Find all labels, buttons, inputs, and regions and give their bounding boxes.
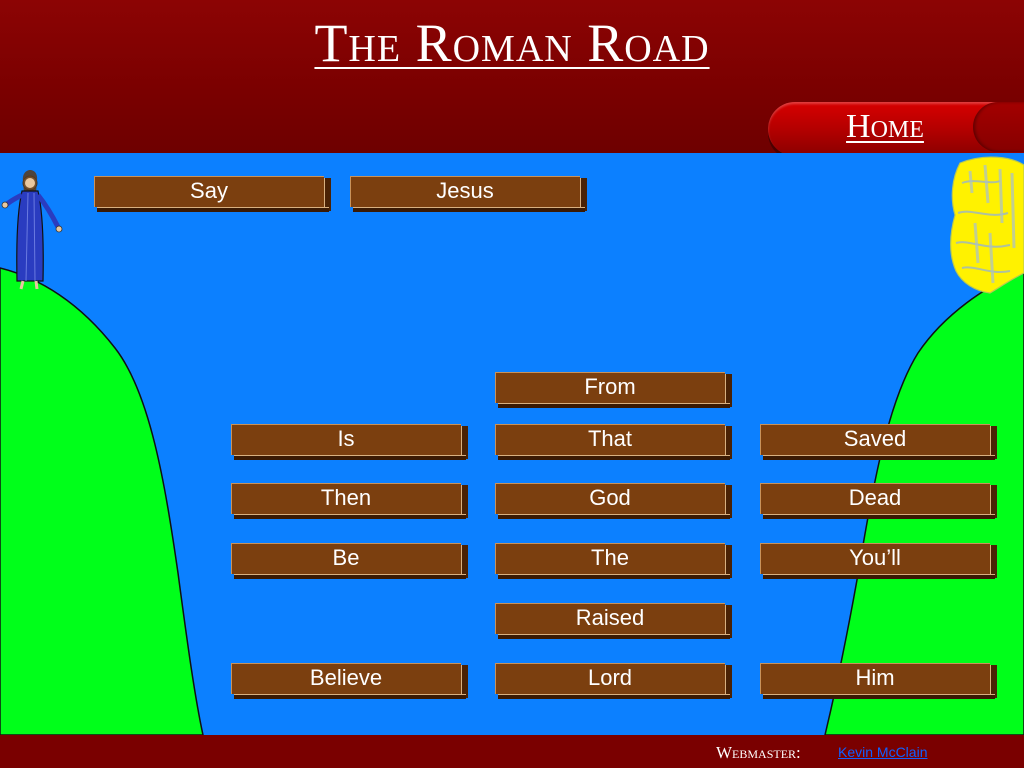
left-hill — [0, 267, 204, 735]
plank-that[interactable]: That — [495, 424, 732, 461]
home-button-cap — [973, 102, 1024, 152]
plank-believe[interactable]: Believe — [231, 663, 468, 700]
home-link[interactable]: Home — [846, 108, 924, 145]
plank-word: Is — [337, 426, 355, 451]
plank-word: Be — [332, 545, 360, 570]
plank-word: That — [587, 426, 633, 451]
plank-raised[interactable]: Raised — [495, 603, 732, 640]
header-bar: The Roman Road — [0, 0, 1024, 153]
plank-word: Raised — [575, 605, 645, 630]
plank-word: Lord — [587, 665, 633, 690]
plank-word: The — [591, 545, 629, 570]
plank-word: Jesus — [436, 178, 494, 203]
page-title: The Roman Road — [314, 13, 710, 73]
plank-the[interactable]: The — [495, 543, 732, 580]
plank-lord[interactable]: Lord — [495, 663, 732, 700]
plank-word: From — [584, 374, 636, 399]
tree-icon — [950, 156, 1024, 294]
plank-say[interactable]: Say — [94, 176, 331, 213]
plank-word: You’ll — [849, 545, 901, 570]
plank-word: Saved — [843, 426, 907, 451]
webmaster-label: Webmaster: — [716, 743, 801, 762]
webmaster-link[interactable]: Kevin McClain — [838, 744, 928, 760]
plank-from[interactable]: From — [495, 372, 732, 409]
plank-youll[interactable]: You’ll — [760, 543, 997, 580]
footer-bar — [0, 735, 1024, 768]
plank-word: Dead — [848, 485, 902, 510]
plank-god[interactable]: God — [495, 483, 732, 520]
plank-jesus[interactable]: Jesus — [350, 176, 587, 213]
plank-word: Him — [855, 665, 895, 690]
plank-then[interactable]: Then — [231, 483, 468, 520]
plank-saved[interactable]: Saved — [760, 424, 997, 461]
plank-is[interactable]: Is — [231, 424, 468, 461]
plank-be[interactable]: Be — [231, 543, 468, 580]
plank-word: Believe — [309, 665, 383, 690]
plank-word: Then — [320, 485, 372, 510]
plank-him[interactable]: Him — [760, 663, 997, 700]
plank-dead[interactable]: Dead — [760, 483, 997, 520]
plank-word: God — [589, 485, 631, 510]
jesus-figure-icon — [1, 170, 63, 290]
plank-word: Say — [190, 178, 228, 203]
